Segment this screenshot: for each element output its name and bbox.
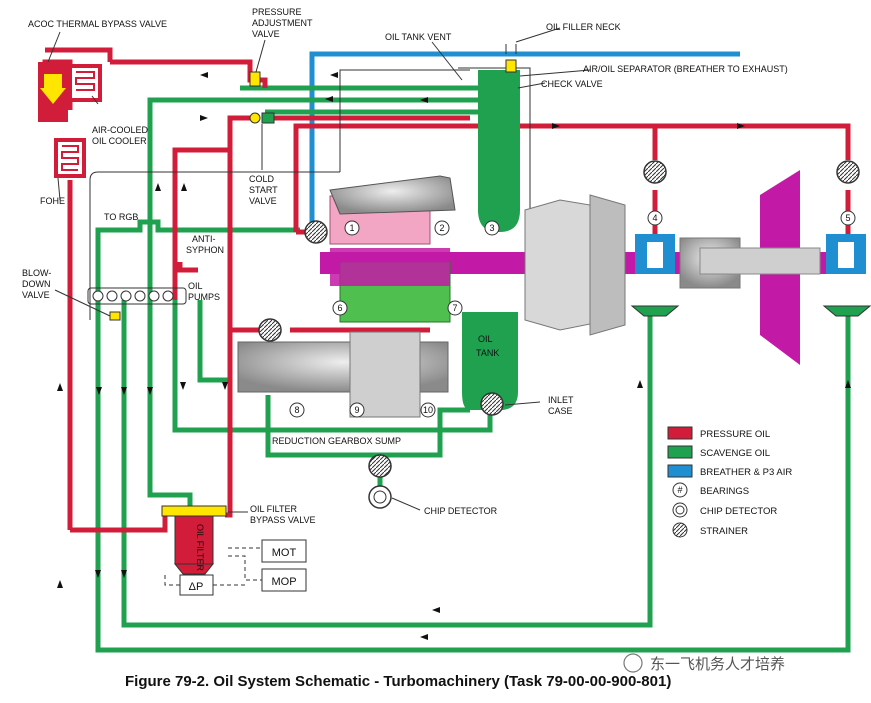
strainer xyxy=(480,392,504,416)
legend-strainer-symbol xyxy=(672,522,688,538)
bearing-8: 8 xyxy=(294,405,299,415)
cold-start-label-2: START xyxy=(249,185,278,195)
blowdown-label-3: VALVE xyxy=(22,290,50,300)
watermark: 东一飞机务人才培养 xyxy=(623,653,785,673)
watermark-logo-icon xyxy=(623,653,643,673)
figure-caption: Figure 79-2. Oil System Schematic - Turb… xyxy=(125,673,671,690)
air-cooled-label-1: AIR-COOLED xyxy=(92,125,149,135)
legend-strainer: STRAINER xyxy=(700,526,748,537)
bearing-2: 2 xyxy=(439,223,444,233)
bearing-10: 10 xyxy=(423,405,433,415)
legend: PRESSURE OIL SCAVENGE OIL BREATHER & P3 … xyxy=(667,426,792,538)
oil-tank-vent-label: OIL TANK VENT xyxy=(385,32,452,42)
legend-pressure: PRESSURE OIL xyxy=(700,429,770,440)
bearing-9: 9 xyxy=(354,405,359,415)
strainer xyxy=(643,160,667,184)
pressure-adjustment-valve xyxy=(249,71,261,87)
oil-filter: OIL FILTER xyxy=(161,505,227,575)
fohe-label: FOHE xyxy=(40,196,65,206)
oil-tank-upper xyxy=(458,44,531,232)
gearbox-sump-label: REDUCTION GEARBOX SUMP xyxy=(272,436,401,446)
acoc-thermal-bypass-valve xyxy=(38,62,68,122)
bearing-5: 5 xyxy=(845,213,850,223)
chip-detector-label: CHIP DETECTOR xyxy=(424,506,498,516)
bearing-6: 6 xyxy=(337,303,342,313)
anti-siphon-label-2: SYPHON xyxy=(186,245,224,255)
pressure-adj-label-2: ADJUSTMENT xyxy=(252,18,313,28)
air-cooled-label-2: OIL COOLER xyxy=(92,136,147,146)
legend-chip-detector: CHIP DETECTOR xyxy=(700,506,777,517)
legend-bearings: BEARINGS xyxy=(700,486,749,497)
cold-start-label-1: COLD xyxy=(249,174,275,184)
inlet-case-label-2: CASE xyxy=(548,406,573,416)
acoc-bypass-label: ACOC THERMAL BYPASS VALVE xyxy=(28,19,167,29)
oil-pumps xyxy=(92,290,174,321)
bearing-numbers: 1 2 3 4 5 6 7 8 9 10 xyxy=(289,210,856,418)
oil-tank-label-2: TANK xyxy=(476,348,499,358)
legend-swatch-pressure xyxy=(667,426,693,440)
delta-p-label: ΔP xyxy=(189,581,204,593)
oil-filter-text: OIL FILTER xyxy=(195,524,205,572)
oil-filter-bypass-label-1: OIL FILTER xyxy=(250,504,298,514)
oil-pumps-label-2: PUMPS xyxy=(188,292,220,302)
bearing-3: 3 xyxy=(489,223,494,233)
oil-tank-lower: OIL TANK xyxy=(462,312,518,410)
legend-swatch-scavenge xyxy=(667,445,693,459)
housing-outline xyxy=(87,69,470,320)
oil-filler-neck-label: OIL FILLER NECK xyxy=(546,22,621,32)
mop-label: MOP xyxy=(271,576,296,588)
legend-scavenge: SCAVENGE OIL xyxy=(700,448,770,459)
strainers xyxy=(258,160,860,478)
oil-pumps-label-1: OIL xyxy=(188,281,203,291)
air-oil-separator-label: AIR/OIL SEPARATOR (BREATHER TO EXHAUST) xyxy=(583,64,788,74)
pressure-adj-label-3: VALVE xyxy=(252,29,280,39)
strainer xyxy=(368,454,392,478)
legend-swatch-breather xyxy=(667,464,693,478)
blowdown-label-2: DOWN xyxy=(22,279,51,289)
pressure-adj-label-1: PRESSURE xyxy=(252,7,302,17)
to-rgb-label: TO RGB xyxy=(104,212,138,222)
check-valve-label: CHECK VALVE xyxy=(541,79,603,89)
bearing-housing-4 xyxy=(630,234,680,317)
legend-bearing-hash: # xyxy=(677,485,682,495)
engine-core xyxy=(237,170,860,418)
oil-tank-label-1: OIL xyxy=(478,334,493,344)
anti-siphon-label-1: ANTI- xyxy=(192,234,216,244)
leader-lines xyxy=(47,27,591,513)
watermark-text: 东一飞机务人才培养 xyxy=(650,655,785,673)
bearing-7: 7 xyxy=(452,303,457,313)
cold-start-valve xyxy=(249,112,275,124)
bearing-4: 4 xyxy=(652,213,657,223)
legend-bearing-symbol xyxy=(672,482,688,498)
breather-lines xyxy=(309,51,740,238)
bearing-housing-5 xyxy=(822,234,871,317)
inlet-case-label-1: INLET xyxy=(548,395,574,405)
legend-breather: BREATHER & P3 AIR xyxy=(700,467,792,478)
strainer xyxy=(258,318,282,342)
blowdown-label-1: BLOW- xyxy=(22,268,51,278)
scavenge-lines xyxy=(95,85,851,653)
strainer xyxy=(836,160,860,184)
cold-start-label-3: VALVE xyxy=(249,196,277,206)
labels: ACOC THERMAL BYPASS VALVE PRESSURE ADJUS… xyxy=(22,7,788,525)
bearing-1: 1 xyxy=(349,223,354,233)
air-cooled-oil-cooler xyxy=(68,64,102,102)
sensors: MOT MOP ΔP xyxy=(164,539,307,596)
mot-label: MOT xyxy=(272,547,297,559)
chip-detector xyxy=(368,485,392,509)
strainer xyxy=(304,220,328,244)
flow-arrows xyxy=(57,72,851,640)
oil-filter-bypass-label-2: BYPASS VALVE xyxy=(250,515,316,525)
fohe xyxy=(54,138,86,178)
